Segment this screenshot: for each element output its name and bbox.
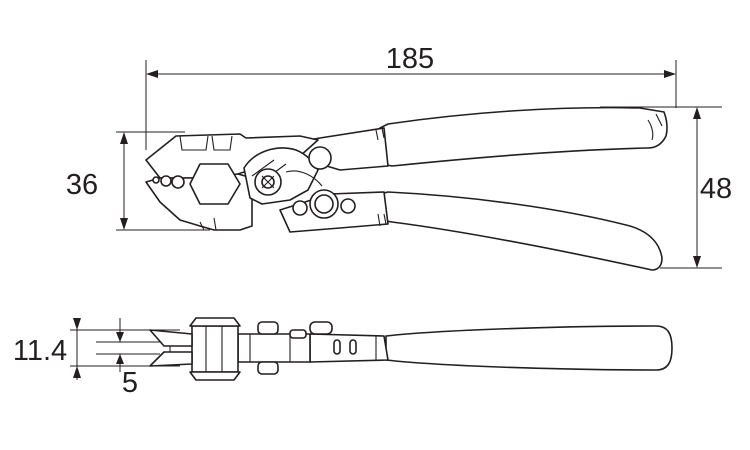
- top-jaw-lower: [149, 351, 193, 367]
- top-handle-grip: [385, 325, 673, 371]
- lower-handle-grip: [379, 191, 663, 271]
- arrow-bottom: [693, 256, 701, 268]
- lower-bolt-large-inner: [314, 194, 334, 214]
- dimension-label-36: 36: [66, 169, 98, 201]
- arrow-bottom: [116, 354, 124, 364]
- top-link-bolt-lower: [257, 361, 279, 375]
- spring: [285, 170, 323, 187]
- arrow-top: [693, 107, 701, 119]
- lower-arm-rivet-marks: [377, 213, 387, 227]
- top-rear-bolt-washer: [289, 329, 307, 339]
- crimp-hole-3: [171, 175, 185, 189]
- top-hex-nut-lower: [189, 371, 241, 381]
- top-link-bolt-upper: [257, 321, 279, 335]
- top-jaw-upper: [149, 329, 193, 347]
- sleeve-slot-2: [349, 339, 357, 355]
- arrow-bottom: [73, 366, 81, 378]
- arrow-top: [73, 318, 81, 330]
- top-view: 11.4 5: [13, 317, 673, 399]
- top-hex-nut-upper: [189, 317, 241, 327]
- crimp-hole-1: [152, 176, 160, 184]
- dimension-label-11-4: 11.4: [13, 335, 67, 367]
- upper-handle-hook: [647, 119, 654, 141]
- arrow-right: [664, 70, 676, 78]
- top-arm-lines: [249, 334, 291, 362]
- upper-bolt: [308, 146, 332, 170]
- top-head-lines: [205, 326, 223, 372]
- dimension-jaw-height: 36: [66, 131, 210, 231]
- side-view: 185 36 48: [66, 43, 732, 271]
- crimp-hole-2: [160, 175, 172, 187]
- arrow-top: [116, 332, 124, 342]
- top-head: [191, 325, 239, 373]
- dimension-label-185: 185: [386, 43, 434, 75]
- upper-jaw-notches: [179, 135, 233, 151]
- hex-nut: [189, 163, 241, 205]
- upper-handle-notch: [655, 113, 663, 127]
- arrow-top: [120, 132, 128, 144]
- upper-arm-rivet-marks: [375, 127, 385, 141]
- lower-bolt-right: [340, 198, 356, 214]
- lower-jaw-notches: [199, 217, 217, 231]
- arrow-left: [146, 70, 158, 78]
- link-plate: [243, 147, 319, 205]
- sleeve-slot-1: [333, 339, 341, 355]
- dimension-label-48: 48: [700, 173, 732, 205]
- dimension-label-5: 5: [122, 367, 138, 399]
- lower-bolt-small: [292, 200, 308, 216]
- dimension-jaw-thickness: 5: [96, 318, 160, 399]
- arrow-bottom: [120, 218, 128, 230]
- dimension-handle-height: 48: [600, 106, 732, 269]
- dimension-thickness: 11.4: [13, 318, 180, 380]
- dimension-overall-length: 185: [145, 43, 677, 150]
- top-rear-bolt-upper: [309, 321, 333, 335]
- pivot-cross: [261, 175, 275, 189]
- upper-handle-grip: [379, 106, 668, 167]
